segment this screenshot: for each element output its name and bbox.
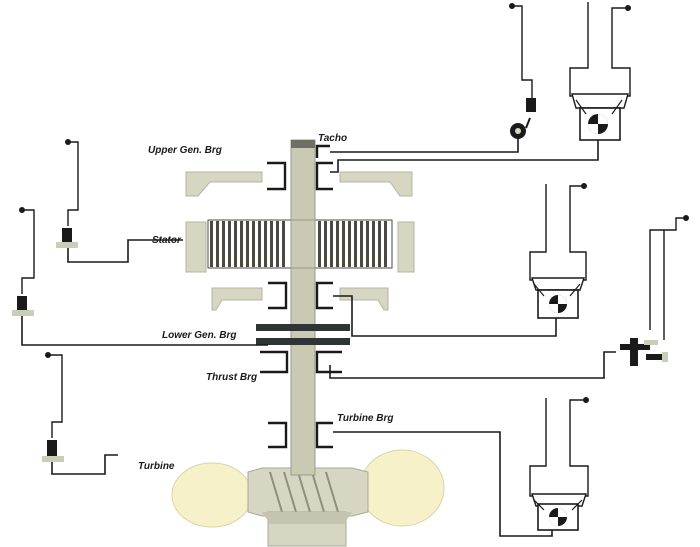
upper-gen-brg-left [267, 161, 287, 191]
monitor-bottom-lead-end [583, 397, 589, 403]
keyphasor-target-center [515, 128, 521, 134]
thrust-probe-lead [663, 217, 686, 340]
cable-lower-gen-brg [333, 295, 557, 337]
accel-lower-gen-lead-end [19, 207, 25, 213]
monitor-module-turbine [529, 397, 589, 531]
label-tacho: Tacho [318, 133, 347, 144]
lower-housing-right [339, 287, 389, 311]
monitor-module-lower-gen [529, 183, 587, 319]
upper-housing-right [339, 171, 413, 197]
thrust-proximity-probes [620, 215, 689, 366]
accel-stator-lead-end [65, 139, 71, 145]
cable-stator-accel [67, 239, 183, 263]
upper-gen-brg-right [315, 161, 333, 191]
accel-lower-gen-lead [21, 209, 35, 294]
cable-thrust-brg [329, 351, 616, 379]
bearing-brackets [260, 144, 342, 449]
keyphasor-lead [512, 5, 533, 98]
shaft-top-cap [291, 140, 315, 148]
stator-windings [210, 221, 387, 267]
turbine-hub-cone [262, 512, 352, 524]
lower-gen-brg-left [268, 281, 288, 310]
proximity-probe-icon [630, 338, 638, 366]
shaft [290, 139, 316, 476]
stator-frame-right [397, 221, 415, 273]
turbine-left-blob [171, 462, 253, 528]
lower-gen-brg-right [315, 281, 333, 310]
monitor-bottom-lead [529, 398, 589, 497]
rotor-through-stator [290, 219, 316, 269]
cable-upper-gen-brg [330, 140, 599, 173]
monitor-upper-lead [569, 2, 631, 97]
cable-lower-gen-brg-accel [21, 316, 268, 346]
label-turbine: Turbine [138, 461, 175, 472]
accelerometer-lower-gen [12, 207, 35, 316]
turbine-right-blob [359, 449, 445, 527]
cables [21, 138, 616, 537]
accel-turbine-lead [48, 354, 63, 438]
thrust-probe-lead-end [683, 215, 689, 221]
accelerometer-turbine [42, 352, 64, 462]
accel-stator-lead [67, 141, 79, 226]
monitor-bottom-housing [531, 493, 587, 507]
stator-frame-left [185, 221, 207, 273]
monitor-middle-lead [529, 184, 587, 281]
label-thrust-brg: Thrust Brg [206, 372, 257, 383]
monitor-module-upper [569, 2, 631, 141]
monitor-upper-housing [571, 93, 629, 109]
proximity-probe-icon [646, 354, 664, 360]
monitor-upper-dial-face [598, 114, 608, 124]
accel-turbine-lead-end [45, 352, 51, 358]
accel-lower-gen-base [12, 310, 34, 316]
cable-tacho [330, 138, 519, 153]
thrust-plate-upper [256, 324, 350, 331]
accelerometer-icon [47, 440, 57, 456]
upper-housing-left [185, 171, 263, 197]
label-lower-gen-brg: Lower Gen. Brg [162, 330, 236, 341]
thrust-plate-lower [256, 338, 350, 345]
accel-stator-base [56, 242, 78, 248]
cable-turbine-brg [333, 431, 553, 537]
keyphasor-probe [509, 3, 536, 139]
accelerometer-icon [17, 296, 27, 310]
tacho-bracket [315, 144, 330, 158]
turbine-brg-left [268, 421, 288, 449]
monitor-middle-lead-end [581, 183, 587, 189]
accelerometer-icon [62, 228, 72, 242]
label-turbine-brg: Turbine Brg [337, 413, 393, 424]
turbine-blades [269, 471, 339, 513]
turbine-brg-right [315, 421, 333, 449]
lower-housing-left [211, 287, 263, 311]
monitor-upper-lead-end [625, 5, 631, 11]
accelerometer-stator [56, 139, 79, 248]
label-upper-gen-brg: Upper Gen. Brg [148, 145, 222, 156]
monitor-middle-housing [531, 277, 585, 291]
thrust-brg-left [260, 350, 289, 374]
accel-turbine-base [42, 456, 64, 462]
keyphasor-icon [526, 98, 536, 112]
label-stator: Stator [152, 235, 182, 246]
machine-train [171, 139, 445, 547]
cable-turbine-accel [51, 454, 118, 475]
keyphasor-lead-end [509, 3, 515, 9]
